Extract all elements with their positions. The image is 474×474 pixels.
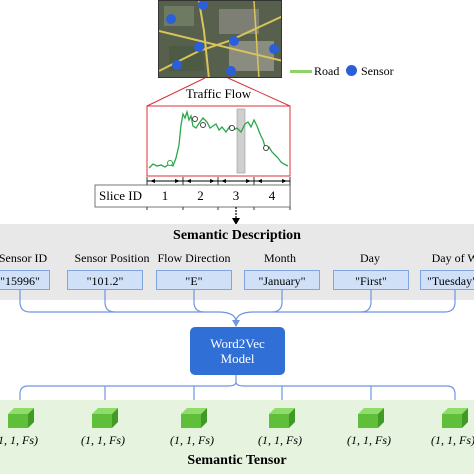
attr-value-sensor-position: "101.2" bbox=[67, 270, 143, 290]
semantic-tensor-title: Semantic Tensor bbox=[187, 453, 287, 468]
slice-row-box bbox=[94, 184, 291, 208]
model-line-2: Model bbox=[220, 351, 255, 366]
highlight-slice bbox=[236, 108, 246, 174]
sensor-legend-label: Sensor bbox=[361, 64, 394, 78]
tensor-cube-5 bbox=[358, 408, 384, 428]
road-legend-label: Road bbox=[314, 64, 340, 78]
attr-value-sensor-id: "15996" bbox=[0, 270, 50, 290]
tensor-label-6: (1, 1, Fs) bbox=[431, 433, 474, 447]
tensor-label-1: (1, 1, Fs) bbox=[0, 433, 38, 447]
slice-id-2: 2 bbox=[197, 188, 204, 203]
tensor-cubes bbox=[8, 408, 468, 428]
attr-label-day: Day bbox=[360, 251, 380, 265]
attr-value-day-of-week: "Tuesday" bbox=[420, 270, 474, 290]
traffic-flow-panel bbox=[94, 77, 291, 225]
map-graphic bbox=[159, 1, 281, 77]
semantic-description-title: Semantic Description bbox=[173, 228, 301, 243]
satellite-map bbox=[158, 0, 282, 78]
tensor-cube-2 bbox=[92, 408, 118, 428]
zoom-line-right bbox=[227, 77, 291, 107]
tensor-cube-1 bbox=[8, 408, 34, 428]
tensor-label-4: (1, 1, Fs) bbox=[258, 433, 302, 447]
attr-value-month: "January" bbox=[244, 270, 320, 290]
tensor-cube-4 bbox=[269, 408, 295, 428]
tensor-cube-6 bbox=[442, 408, 468, 428]
word2vec-model-box: Word2Vec Model bbox=[190, 327, 285, 375]
traffic-flow-title: Traffic Flow bbox=[185, 86, 252, 101]
slice-id-3: 3 bbox=[232, 188, 240, 203]
attr-label-sensor-position: Sensor Position bbox=[74, 251, 150, 265]
model-line-1: Word2Vec bbox=[210, 336, 265, 351]
road-legend-swatch bbox=[290, 70, 312, 73]
tensor-cube-3 bbox=[181, 408, 207, 428]
attr-label-month: Month bbox=[263, 251, 296, 265]
attr-label-flow-direction: Flow Direction bbox=[157, 251, 231, 265]
sensor-legend-swatch bbox=[346, 65, 357, 76]
tensor-label-2: (1, 1, Fs) bbox=[81, 433, 125, 447]
attr-label-sensor-id: Sensor ID bbox=[0, 251, 48, 265]
attr-value-flow-direction: "E" bbox=[156, 270, 232, 290]
tensor-label-5: (1, 1, Fs) bbox=[347, 433, 391, 447]
attr-value-day: "First" bbox=[333, 270, 409, 290]
slice-id-label: Slice ID bbox=[99, 188, 142, 203]
slice-id-1: 1 bbox=[161, 188, 169, 203]
zoom-line-left bbox=[146, 77, 206, 107]
arrow-down-icon bbox=[232, 218, 240, 225]
slice-id-4: 4 bbox=[268, 188, 276, 203]
attr-label-day-of-week: Day of Week bbox=[431, 251, 474, 265]
semantic-tensor-panel bbox=[0, 400, 474, 474]
tensor-label-3: (1, 1, Fs) bbox=[170, 433, 214, 447]
